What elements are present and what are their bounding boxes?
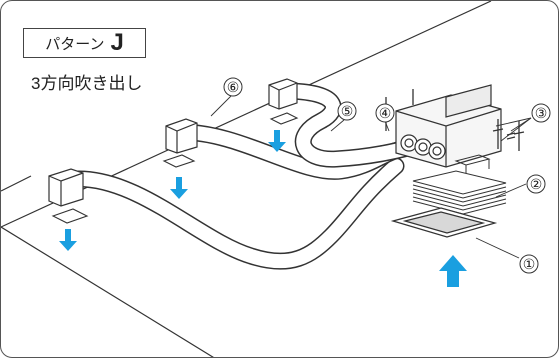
callout-5: ⑤ <box>341 104 354 120</box>
outlet-box-back <box>269 79 297 109</box>
arrow-up-return <box>439 255 467 287</box>
arrow-down-front <box>59 229 77 251</box>
airflow-description: 3方向吹き出し <box>31 69 142 94</box>
grille-panel <box>393 208 495 237</box>
callout-2: ② <box>530 177 543 193</box>
outlet-box-middle <box>166 119 197 153</box>
callout-3: ③ <box>535 106 548 122</box>
outlet-box-front <box>49 169 83 206</box>
pattern-label-box: パターン J <box>23 28 146 58</box>
pattern-label: パターン <box>45 33 104 54</box>
spigot-3 <box>429 143 445 159</box>
pattern-letter: J <box>110 29 123 57</box>
callout-4: ④ <box>379 106 392 122</box>
arrow-down-middle <box>170 177 188 199</box>
chamber-unit <box>396 85 501 167</box>
callout-6: ⑥ <box>227 80 240 96</box>
hoses <box>69 91 416 261</box>
hose-front-inner <box>69 166 396 261</box>
filter-stack <box>413 171 506 214</box>
callout-1: ① <box>523 257 536 273</box>
